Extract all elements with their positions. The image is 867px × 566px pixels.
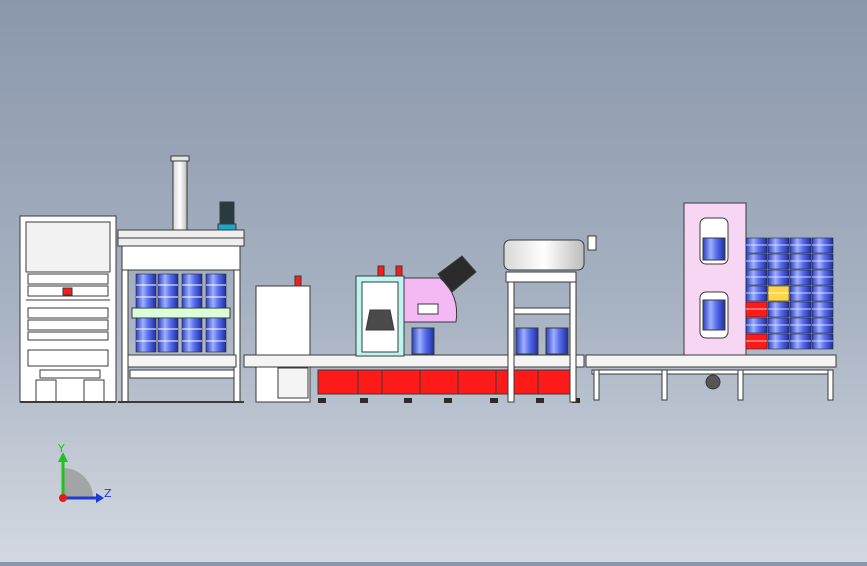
leveling-foot [404,398,412,403]
main-conveyor [243,354,585,395]
chute [437,255,477,293]
drum [157,273,179,309]
leveling-foot [490,398,498,403]
drum [135,273,157,309]
cabinet-beacon [294,275,302,287]
stacked-drum [811,285,834,302]
stacked-drum [789,333,812,350]
stacked-drum [767,333,790,350]
tank-station [503,235,597,403]
conveyor-feet [318,398,580,403]
x-axis-origin [59,494,67,502]
stacked-drum [789,253,812,270]
drum [181,317,203,353]
leveling-foot [444,398,452,403]
stacked-drum [767,301,790,318]
stacked-drum [767,269,790,286]
control-cabinet [255,275,311,403]
stacked-drum [745,269,768,286]
leveling-foot [318,398,326,403]
horizontal-tank [503,239,585,271]
stacked-drum [745,301,768,318]
stacked-drum [811,317,834,334]
stacked-drum [767,317,790,334]
stacked-drum [789,285,812,302]
stacked-drum [767,237,790,254]
y-axis-label: Y [57,442,65,455]
stacked-drum [789,317,812,334]
drum [205,273,227,309]
drum [135,317,157,353]
drum [205,317,227,353]
stacked-drum [745,237,768,254]
capping-station [355,255,477,357]
filling-hood [403,277,458,323]
stacked-drum [745,317,768,334]
drum [181,273,203,309]
finished-drum-stack [745,237,834,350]
stacked-drum [745,285,768,302]
axis-triad: Y Z [57,442,112,503]
leveling-foot [536,398,544,403]
stacked-drum [811,269,834,286]
stacked-drum [745,333,768,350]
leveling-foot [360,398,368,403]
gripper-head [365,309,395,331]
stacked-drum [811,253,834,270]
stacked-drum [789,301,812,318]
stacked-drum [811,333,834,350]
drum [157,317,179,353]
stacked-drum [767,253,790,270]
stacked-drum [789,237,812,254]
motor-unit [219,201,235,227]
stacker-frame [19,215,117,403]
lift-tower [683,202,747,356]
red-conveyor-guard [317,369,577,395]
stacked-drum [767,285,790,302]
red-guard-dividers [357,370,539,394]
drive-motor [705,374,721,390]
stacked-drum [789,269,812,286]
filled-drum [411,327,435,355]
lift-cylinder [172,157,188,231]
palletizer-drums [135,273,227,353]
stacked-drum [811,237,834,254]
roller-conveyor [585,354,837,401]
palletizer-frame [117,155,245,403]
gripper-plate [131,307,231,319]
stacked-drum [745,253,768,270]
z-axis-label: Z [104,487,112,500]
stacked-drum [811,301,834,318]
stacker-red-marker [62,287,73,296]
